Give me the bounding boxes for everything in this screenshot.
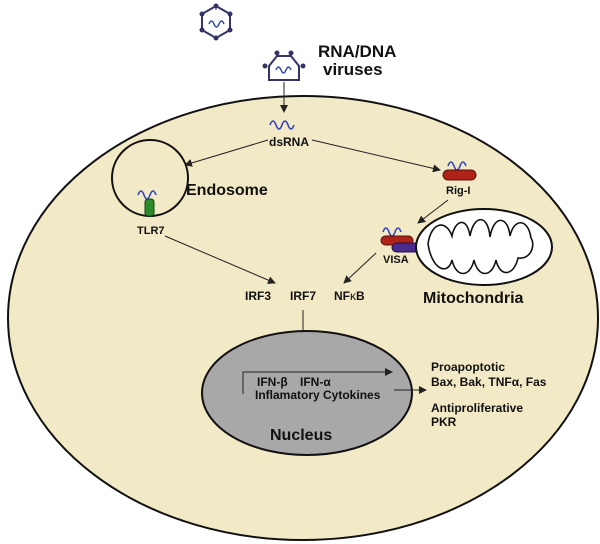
- dsrna-label: dsRNA: [269, 135, 309, 149]
- arrow-visa-to-nfkb: [343, 252, 377, 284]
- transcription-start-arrow: [242, 368, 393, 394]
- viruses-label-line2: viruses: [323, 60, 383, 79]
- tlr7-label: TLR7: [137, 225, 165, 237]
- arrow-tlr7-to-irf: [164, 235, 276, 284]
- entering-virus-icon: [262, 50, 306, 81]
- nfkb-kappa: κ: [350, 289, 357, 303]
- tlr7-receptor: [144, 198, 155, 217]
- nucleus: [201, 330, 413, 456]
- ifn-alpha-label: IFN-α: [300, 375, 331, 389]
- proapoptotic-list: Bax, Bak, TNFα, Fas: [431, 375, 547, 389]
- visa-label: VISA: [383, 254, 409, 266]
- nucleus-label: Nucleus: [270, 427, 332, 444]
- free-virus-icon: [199, 3, 233, 41]
- proapoptotic-label: Proapoptotic: [431, 360, 505, 374]
- ifn-beta-label: IFN-β: [257, 375, 288, 389]
- irf3-label: IRF3: [245, 289, 271, 303]
- viruses-label-line1: RNA/DNA: [318, 42, 396, 61]
- rigi-label: Rig-I: [446, 185, 470, 197]
- endosome-label: Endosome: [186, 182, 268, 199]
- antiproliferative-label: Antiproliferative: [431, 401, 523, 415]
- cytokines-label: Inflamatory Cytokines: [255, 388, 381, 402]
- pkr-label: PKR: [431, 415, 457, 429]
- arrow-dsrna-to-endosome: [184, 139, 269, 167]
- nfkb-label: NFκB: [334, 289, 365, 303]
- arrow-dsrna-to-rigi: [311, 139, 441, 173]
- arrow-rigi-to-visa: [417, 199, 449, 224]
- mitochondria-cristae: [427, 218, 534, 275]
- dsrna-strand-icon: [269, 120, 295, 130]
- rigi-receptor: [442, 169, 477, 181]
- irf7-label: IRF7: [290, 289, 316, 303]
- mitochondria-label: Mitochondria: [423, 290, 524, 307]
